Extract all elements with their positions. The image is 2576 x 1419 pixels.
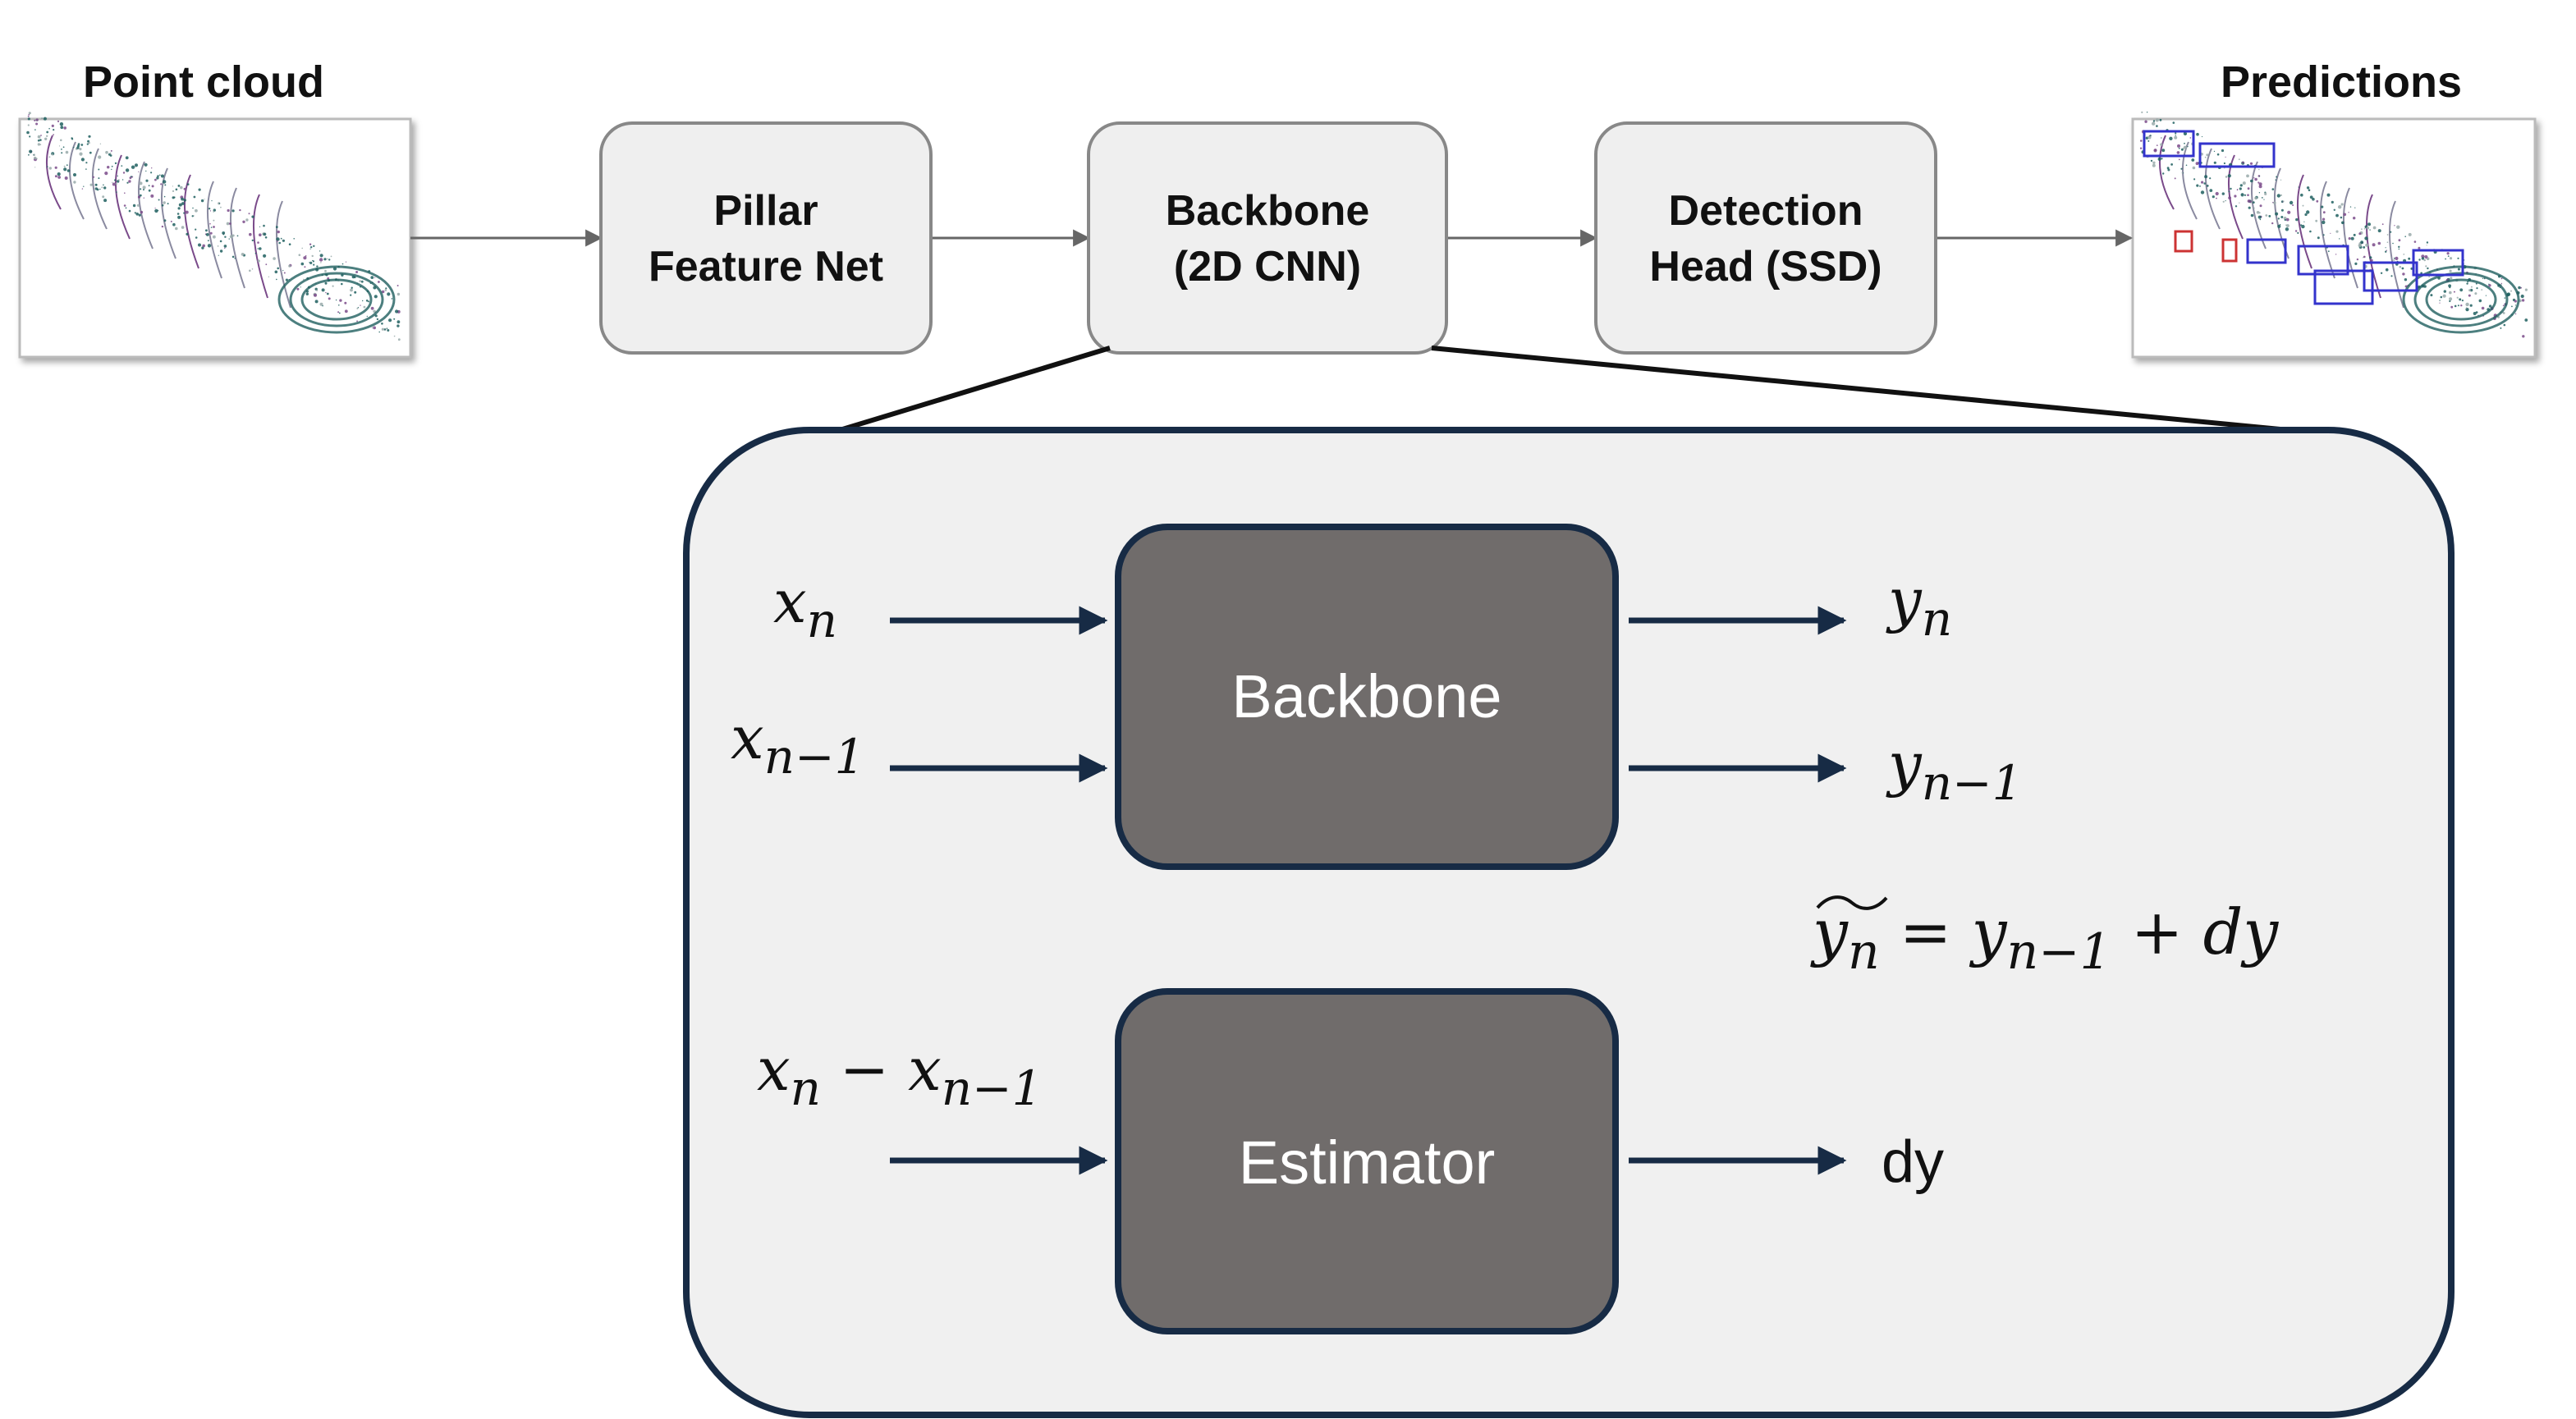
- point-cloud-title: Point cloud: [83, 57, 324, 107]
- zoom-line-right: [1431, 346, 2290, 433]
- pillar-line-1: Pillar: [713, 187, 818, 235]
- estimator-block: Estimator: [1115, 988, 1619, 1334]
- detection-box: [2412, 249, 2464, 277]
- detection-box: [2198, 142, 2276, 168]
- detection-line-1: Detection: [1669, 187, 1863, 235]
- detection-box: [2246, 238, 2287, 264]
- tilde-accent: [1816, 895, 1888, 910]
- input-x-n: xn: [773, 567, 837, 648]
- backbone-block-label: Backbone: [1231, 662, 1501, 730]
- output-dy: dy: [1882, 1129, 1944, 1195]
- predictions-image: [2131, 111, 2537, 359]
- pillar-feature-net-block: Pillar Feature Net: [599, 121, 933, 355]
- detection-box: [2313, 269, 2374, 305]
- pillar-line-2: Feature Net: [649, 243, 883, 291]
- detection-head-block: Detection Head (SSD): [1594, 121, 1937, 355]
- detection-box: [2174, 230, 2193, 253]
- svg-text:yn = yn−1 + dy: yn = yn−1 + dy: [1810, 895, 2279, 981]
- detection-box: [2363, 261, 2418, 292]
- output-y-n-minus-1: yn−1: [1886, 730, 2023, 811]
- detection-box: [2221, 238, 2238, 263]
- output-y-n: yn: [1886, 565, 1952, 647]
- estimate-equation: yn = yn−1 + dy: [1810, 895, 2279, 981]
- point-cloud-image: [18, 112, 412, 359]
- input-x-n-minus-1: xn−1: [731, 703, 864, 785]
- detection-box: [2143, 130, 2195, 158]
- backbone-line-1: Backbone: [1166, 187, 1370, 235]
- backbone-2d-cnn-block: Backbone (2D CNN): [1087, 121, 1448, 355]
- estimator-block-label: Estimator: [1239, 1128, 1496, 1197]
- predictions-title: Predictions: [2221, 57, 2462, 107]
- zoom-line-left: [828, 346, 1111, 436]
- detection-line-2: Head (SSD): [1649, 243, 1882, 291]
- detection-boxes: [2143, 130, 2464, 305]
- input-x-difference: xn − xn−1: [757, 1035, 1043, 1116]
- backbone-block: Backbone: [1115, 524, 1619, 870]
- detection-box: [2297, 245, 2349, 276]
- backbone-line-2: (2D CNN): [1174, 243, 1361, 291]
